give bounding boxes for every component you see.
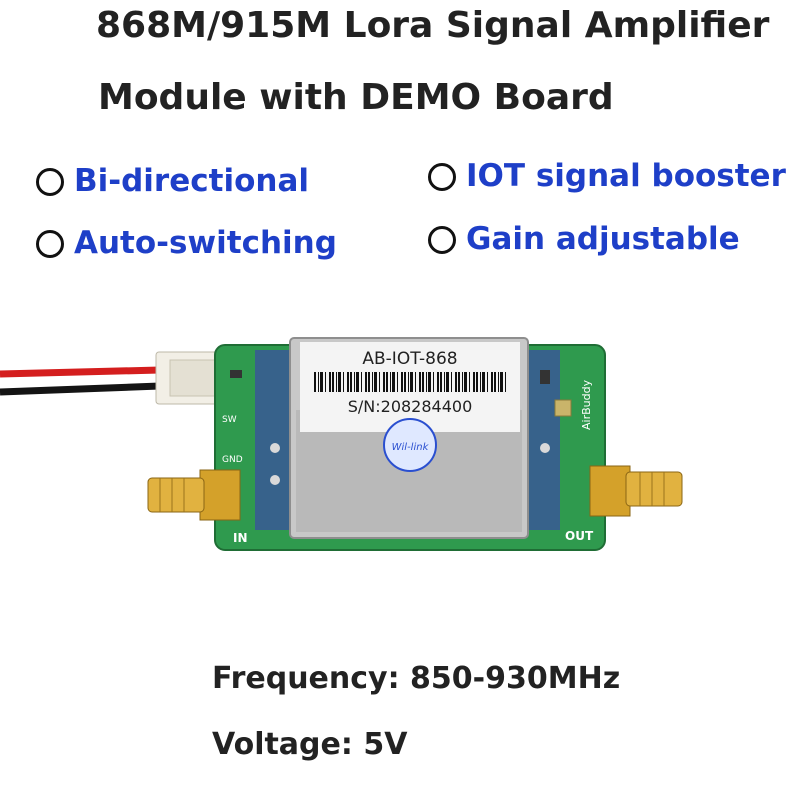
sma-connector-in — [147, 469, 241, 521]
svg-text:Wil-link: Wil-link — [392, 442, 430, 453]
pin-gnd-label: GND — [222, 455, 243, 465]
port-in-label: IN — [233, 531, 248, 545]
sma-connector-out — [589, 465, 683, 517]
page-title-line-1: 868M/915M Lora Signal Amplifier — [96, 5, 770, 46]
circle-icon — [36, 167, 64, 196]
spec-frequency: Frequency: 850-930MHz — [212, 661, 621, 696]
page-title-line-2: Module with DEMO Board — [98, 77, 614, 118]
product-photo: AB-IOT-868 S/N:208284400 Wil-link IN OUT… — [0, 337, 683, 551]
feature-label: Auto-switching — [74, 225, 337, 261]
circle-icon — [428, 162, 456, 191]
pin-sw-label: SW — [222, 415, 237, 425]
wil-link-logo: Wil-link — [383, 418, 437, 472]
feature-label: Bi-directional — [74, 163, 309, 199]
circle-icon — [428, 225, 456, 254]
jst-connector — [155, 351, 229, 405]
brand-label: AirBuddy — [580, 379, 593, 430]
spec-voltage: Voltage: 5V — [212, 727, 408, 762]
port-out-label: OUT — [565, 529, 594, 543]
barcode — [314, 372, 506, 392]
feature-label: Gain adjustable — [466, 221, 740, 257]
power-cable — [0, 366, 161, 396]
feature-gain-adjustable: Gain adjustable — [428, 224, 740, 255]
feature-label: IOT signal booster — [466, 158, 786, 194]
model-label: AB-IOT-868 — [362, 349, 457, 369]
serial-label: S/N:208284400 — [348, 397, 473, 416]
circle-icon — [36, 229, 64, 258]
feature-bi-directional: Bi-directional — [36, 166, 309, 197]
feature-iot-signal-booster: IOT signal booster — [428, 161, 786, 192]
feature-auto-switching: Auto-switching — [36, 228, 337, 259]
